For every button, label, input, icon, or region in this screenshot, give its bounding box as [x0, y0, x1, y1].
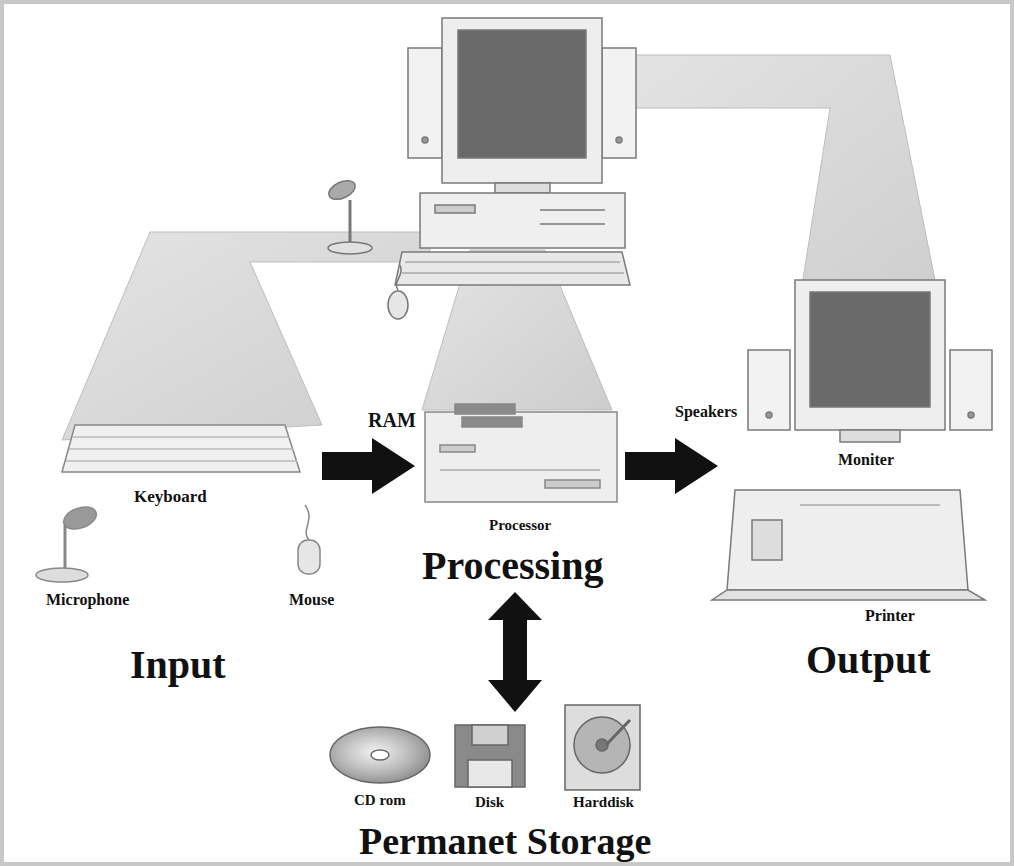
top-computer-part	[422, 137, 428, 143]
stage-heading: Output	[806, 640, 931, 680]
part-label: Printer	[865, 608, 915, 624]
storage-devices-part	[330, 727, 430, 783]
output-devices-part	[748, 350, 790, 430]
input-devices-part	[305, 505, 309, 540]
input-devices-part	[298, 540, 320, 574]
top-computer-part	[420, 193, 625, 248]
output-devices-part	[752, 520, 782, 560]
top-computer-part	[442, 18, 602, 183]
stage-heading: Input	[130, 645, 226, 685]
top-computer-part	[395, 252, 630, 285]
processor-unit-part	[545, 480, 600, 488]
input-devices-part	[62, 425, 300, 472]
connection-bands-part	[62, 232, 430, 440]
top-computer-part	[540, 223, 605, 225]
storage-devices-part	[455, 725, 525, 787]
storage-devices-part	[606, 720, 630, 745]
input-devices-part	[61, 503, 100, 533]
part-label: Mouse	[289, 592, 334, 608]
top-peripherals	[326, 177, 408, 319]
processor-unit-part	[440, 469, 600, 471]
output-devices-part	[800, 504, 940, 506]
output-devices-part	[727, 490, 968, 590]
flow-arrows-part	[322, 438, 415, 494]
storage-devices	[330, 705, 640, 790]
top-peripherals-part	[388, 291, 408, 319]
top-computer-part	[540, 209, 605, 211]
top-computer-part	[405, 261, 620, 263]
flow-arrows-part	[488, 592, 542, 712]
output-devices-part	[795, 280, 945, 430]
storage-devices-part	[371, 750, 389, 760]
output-devices-part	[840, 430, 900, 442]
part-label: RAM	[368, 410, 416, 430]
output-devices-part	[712, 590, 985, 600]
top-peripherals-part	[349, 200, 352, 245]
processor-unit-part	[425, 412, 617, 502]
top-peripherals-part	[328, 242, 372, 254]
top-peripherals-part	[396, 265, 401, 290]
input-devices-part	[72, 436, 289, 438]
part-label: Speakers	[675, 404, 737, 420]
storage-devices-part	[472, 725, 508, 745]
part-label: Disk	[475, 795, 504, 810]
processor-unit-part	[462, 417, 522, 427]
processor-unit	[425, 404, 617, 502]
part-label: CD rom	[354, 793, 406, 808]
input-devices-part	[66, 460, 297, 462]
output-devices	[712, 280, 992, 600]
top-computer-part	[495, 183, 550, 193]
flow-arrows	[322, 438, 718, 712]
stage-heading: Processing	[422, 546, 603, 586]
part-label: Keyboard	[134, 488, 207, 505]
processor-unit-part	[440, 445, 475, 452]
part-label: Microphone	[46, 592, 129, 608]
input-devices-part	[36, 568, 88, 582]
top-computer-part	[616, 137, 622, 143]
top-computer-part	[458, 30, 586, 158]
flow-arrows-part	[625, 438, 718, 494]
top-computer	[395, 18, 636, 285]
top-peripherals-part	[326, 177, 358, 203]
top-computer-part	[602, 48, 636, 158]
storage-devices-part	[574, 717, 630, 773]
output-devices-part	[968, 412, 974, 418]
storage-devices-part	[468, 760, 512, 787]
input-devices-part	[69, 448, 293, 450]
storage-devices-part	[565, 705, 640, 790]
input-devices-part	[64, 525, 67, 570]
input-devices	[36, 425, 320, 582]
part-label: Harddisk	[573, 795, 634, 810]
output-devices-part	[810, 292, 930, 407]
stage-heading: Permanet Storage	[359, 822, 651, 860]
top-computer-part	[408, 48, 442, 158]
processor-unit-part	[455, 404, 515, 414]
output-devices-part	[950, 350, 992, 430]
output-devices-part	[766, 412, 772, 418]
part-label: Moniter	[838, 452, 894, 468]
top-computer-part	[435, 205, 475, 213]
top-computer-part	[402, 272, 624, 274]
part-label: Processor	[489, 518, 551, 533]
